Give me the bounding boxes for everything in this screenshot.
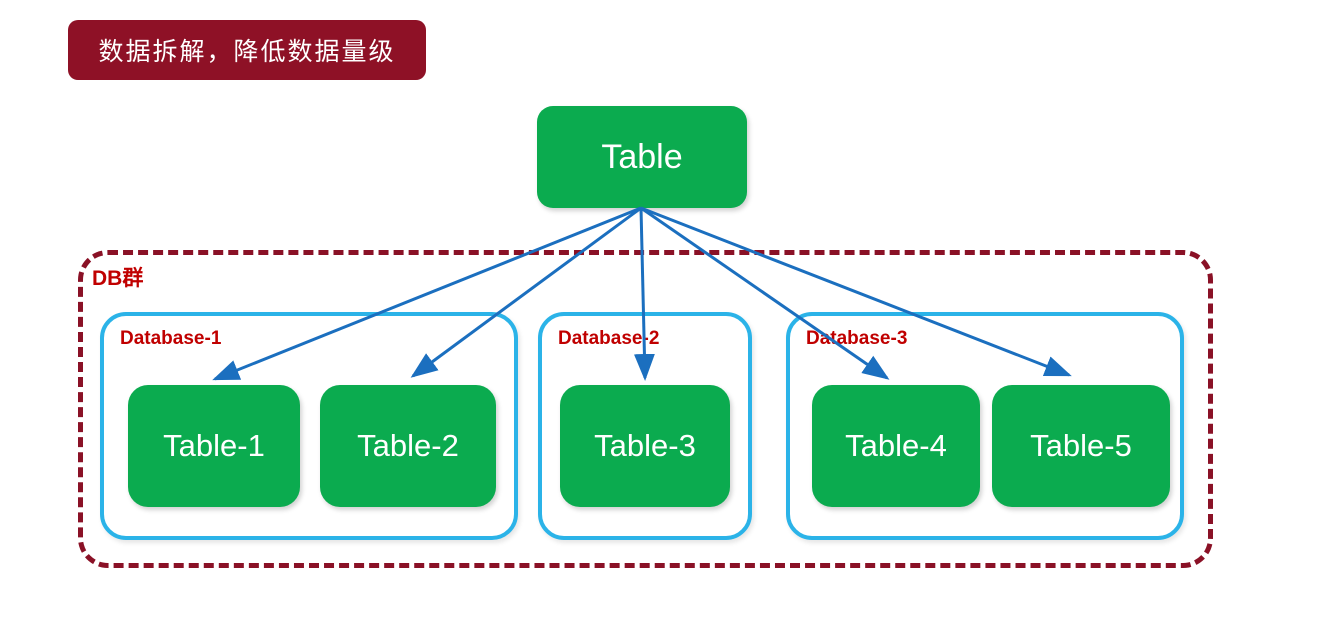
node-table-root: Table [537, 106, 747, 208]
database-1-label: Database-1 [120, 328, 222, 349]
database-2-label: Database-2 [558, 328, 660, 349]
node-table-3: Table-3 [560, 385, 730, 507]
node-table-5: Table-5 [992, 385, 1170, 507]
database-3-label: Database-3 [806, 328, 908, 349]
node-table-1: Table-1 [128, 385, 300, 507]
node-table-root-label: Table [601, 137, 683, 176]
node-table-3-label: Table-3 [594, 428, 696, 463]
title-banner: 数据拆解，降低数据量级 [68, 20, 426, 80]
node-table-2: Table-2 [320, 385, 496, 507]
node-table-2-label: Table-2 [357, 428, 459, 463]
title-banner-text: 数据拆解，降低数据量级 [98, 39, 396, 66]
node-table-4: Table-4 [812, 385, 980, 507]
node-table-4-label: Table-4 [845, 428, 947, 463]
node-table-1-label: Table-1 [163, 428, 265, 463]
node-table-5-label: Table-5 [1030, 428, 1132, 463]
db-cluster-label: DB群 [92, 267, 144, 290]
